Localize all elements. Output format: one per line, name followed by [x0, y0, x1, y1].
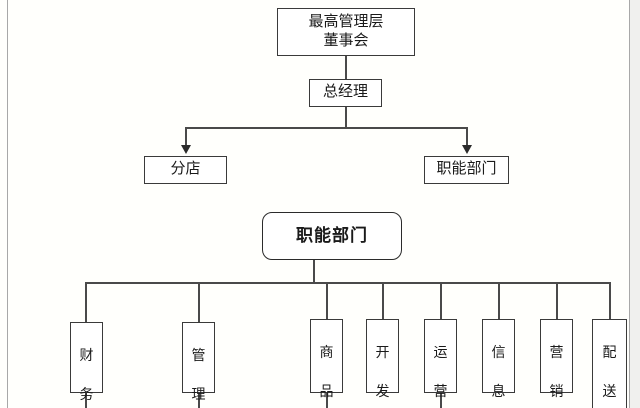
- node-general-manager-label: 总经理: [322, 84, 368, 101]
- connector-tail-management: [198, 393, 200, 408]
- connector-drop-operations: [440, 282, 442, 319]
- page-margin-right: [629, 0, 630, 408]
- node-dept-information-label: 信 息 部: [491, 345, 506, 401]
- node-dept-development-label: 开 发 部: [375, 345, 390, 401]
- node-dept-development[interactable]: 开 发 部: [366, 319, 399, 400]
- connector-gm-down: [345, 107, 347, 128]
- node-dept-marketing-label: 营 销 部: [549, 345, 564, 401]
- node-dept-operations[interactable]: 运 营 部: [424, 319, 457, 400]
- node-top-management[interactable]: 最高管理层 董事会: [277, 8, 415, 56]
- connector-to-branch-store: [185, 127, 187, 146]
- connector-drop-marketing: [556, 282, 558, 319]
- connector-top-to-gm: [345, 56, 347, 79]
- connector-tail-merchandise: [326, 393, 328, 408]
- arrowhead-branch-store: [181, 145, 191, 154]
- node-branch-store[interactable]: 分店: [144, 156, 227, 184]
- connector-tail-operations: [440, 393, 442, 408]
- page-outer-shade: [630, 0, 640, 408]
- node-dept-management-label: 管 理 部: [191, 348, 206, 404]
- connector-drop-information: [498, 282, 500, 319]
- node-dept-management[interactable]: 管 理 部: [182, 322, 215, 403]
- connector-drop-management: [198, 282, 200, 323]
- connector-drop-merchandise: [326, 282, 328, 319]
- node-general-manager[interactable]: 总经理: [309, 79, 382, 107]
- node-dept-marketing[interactable]: 营 销 部: [540, 319, 573, 400]
- node-dept-finance-label: 财 务 部: [79, 348, 94, 404]
- node-dept-operations-label: 运 营 部: [433, 345, 448, 401]
- connector-gm-split-bar: [186, 127, 468, 129]
- connector-drop-finance: [85, 282, 87, 323]
- node-functional-dept-header-label: 职能部门: [296, 226, 368, 246]
- node-dept-merchandise-label: 商 品 部: [319, 345, 334, 401]
- connector-header-down: [313, 260, 315, 283]
- connector-drop-distribution: [609, 282, 611, 319]
- node-functional-dept-header[interactable]: 职能部门: [262, 212, 402, 260]
- connector-tail-finance: [85, 393, 87, 408]
- node-branch-store-label: 分店: [170, 161, 201, 178]
- node-dept-distribution[interactable]: 配 送 中 心: [592, 319, 627, 408]
- node-functional-dept-label: 职能部门: [436, 161, 497, 178]
- node-functional-dept[interactable]: 职能部门: [424, 156, 509, 184]
- node-top-management-label: 最高管理层 董事会: [308, 13, 384, 49]
- connector-drop-development: [382, 282, 384, 319]
- connector-to-functional-dept: [466, 127, 468, 146]
- connector-department-bus-bar: [85, 282, 610, 284]
- arrowhead-functional-dept: [462, 145, 472, 154]
- node-dept-distribution-label: 配 送 中 心: [602, 345, 617, 401]
- node-dept-merchandise[interactable]: 商 品 部: [310, 319, 343, 400]
- node-dept-information[interactable]: 信 息 部: [482, 319, 515, 400]
- node-dept-finance[interactable]: 财 务 部: [70, 322, 103, 403]
- page-margin-left: [7, 0, 8, 408]
